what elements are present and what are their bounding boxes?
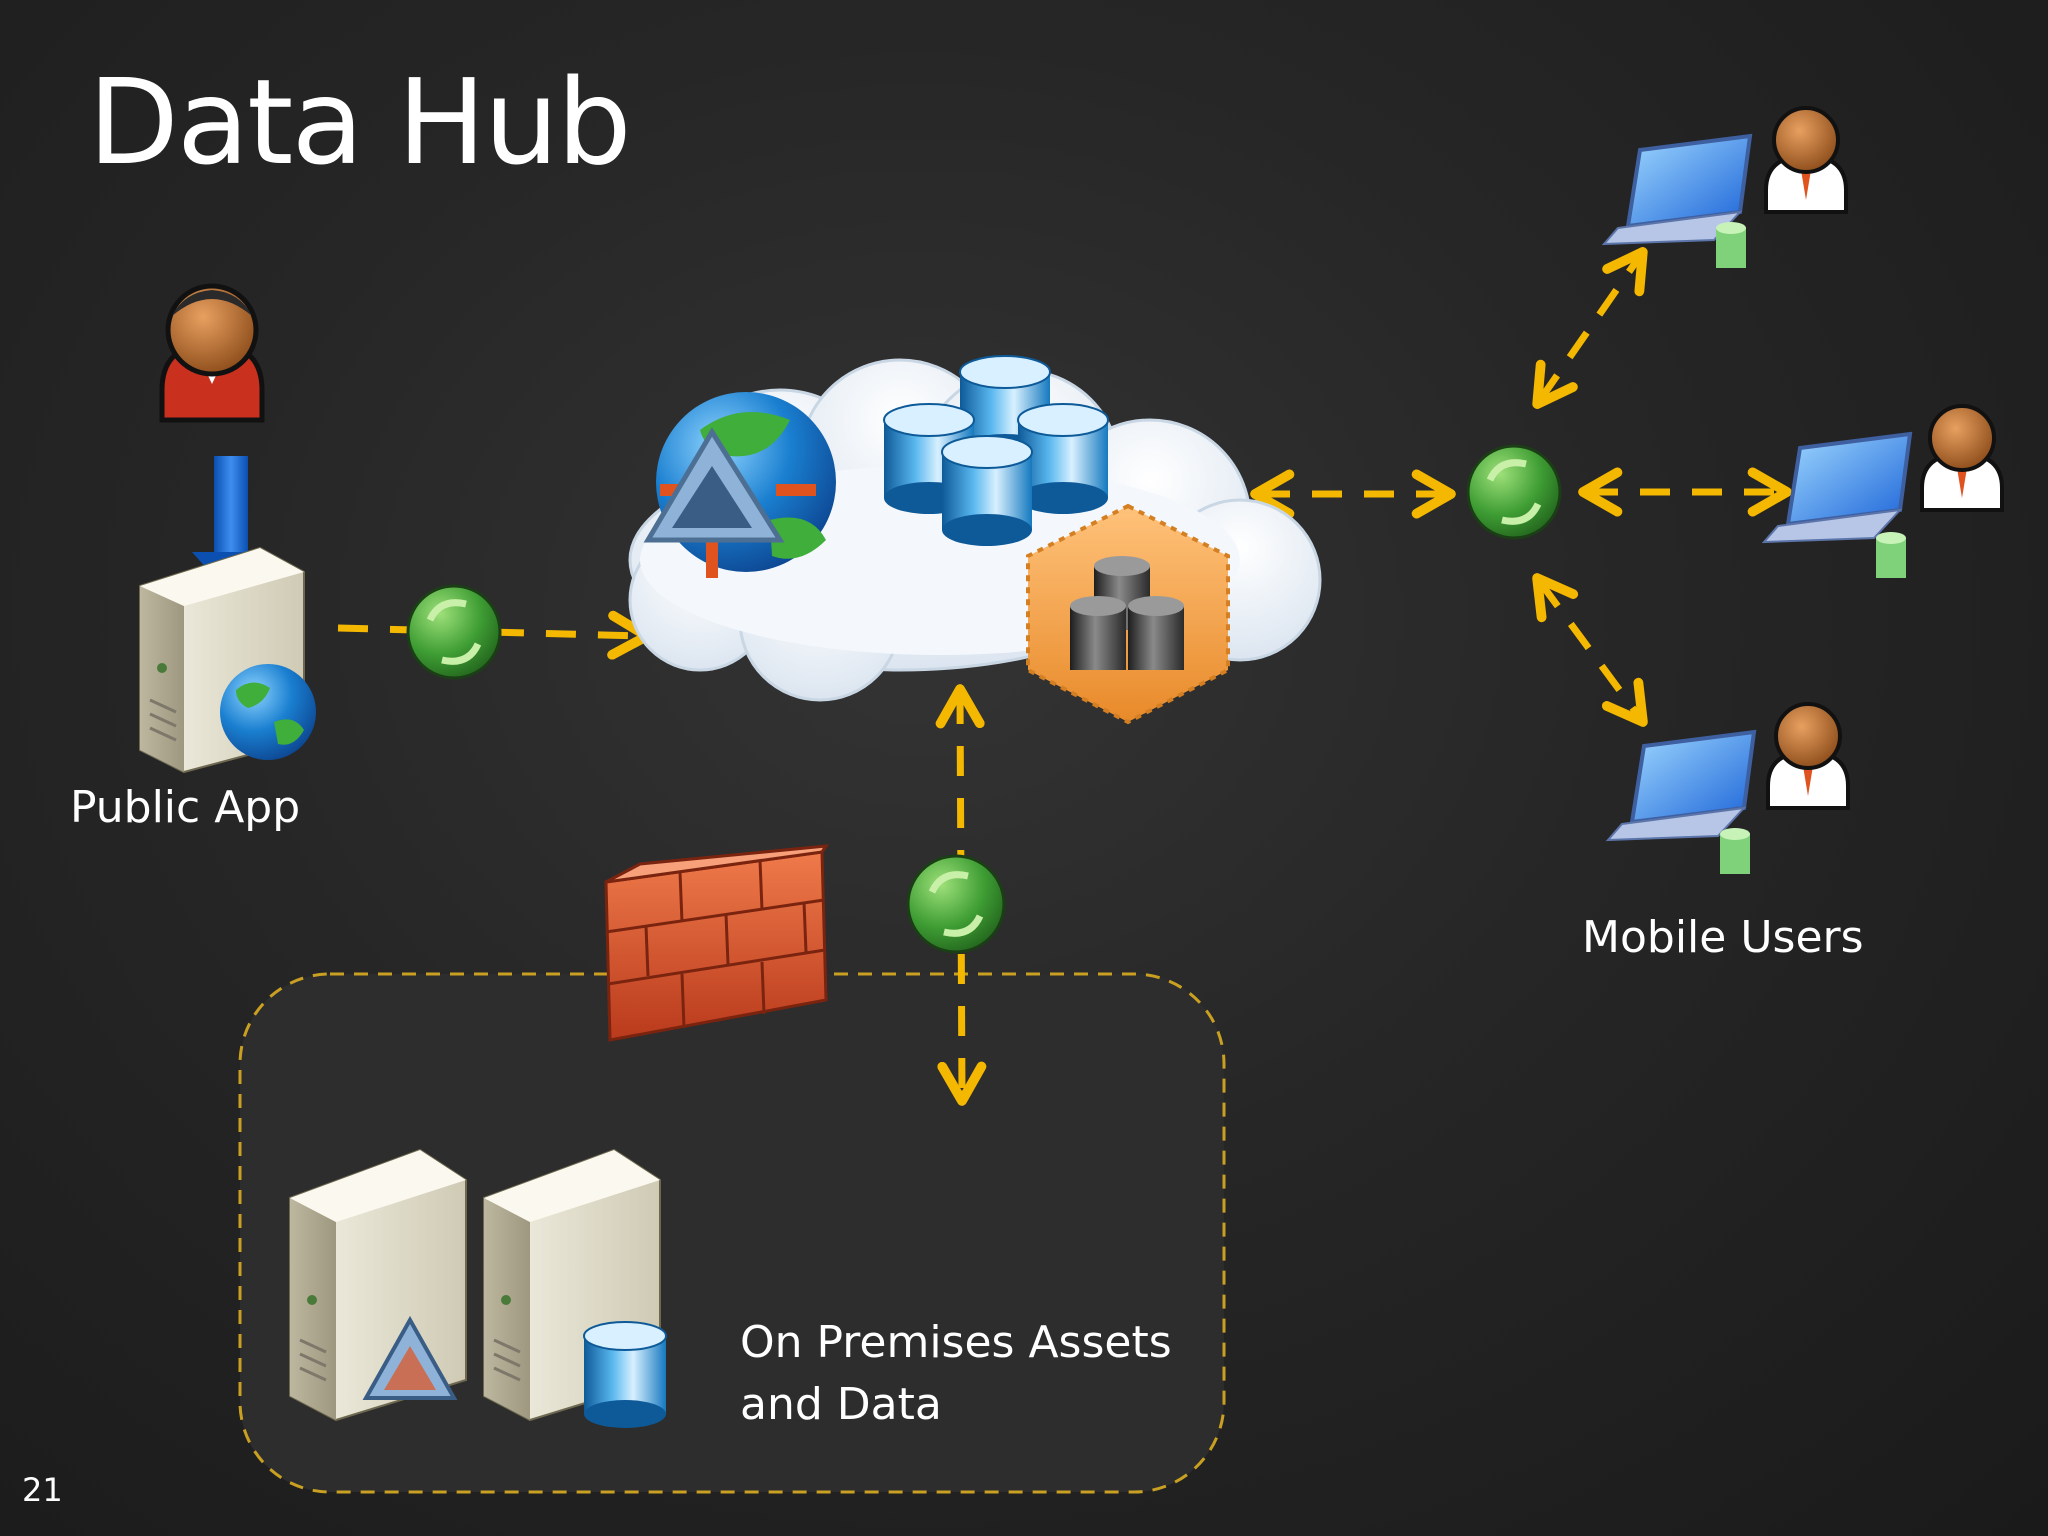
service-bus-icon [362, 1315, 458, 1400]
laptop-icon [1761, 431, 1913, 578]
public-app-label: Public App [70, 782, 301, 833]
sync-icon [906, 854, 1006, 954]
laptop-icon [1601, 133, 1753, 268]
database-icon [583, 1321, 667, 1428]
user-icon [1920, 404, 2004, 512]
connector-hub-to-laptop-3 [1532, 573, 1648, 727]
sync-icon [406, 584, 502, 680]
sync-icon [1466, 444, 1562, 540]
connectors [337, 247, 1792, 1106]
mobile-users-label: Mobile Users [1582, 912, 1864, 963]
slide-number: 21 [22, 1471, 63, 1509]
connector-cloud-to-on-premises [935, 684, 987, 1106]
firewall-icon [604, 844, 830, 1042]
service-bus-icon [643, 392, 836, 578]
on-premises-label-line-2: and Data [740, 1379, 942, 1430]
on-premises-label-line-1: On Premises Assets [740, 1317, 1172, 1368]
globe-icon [220, 664, 316, 760]
database-icon [941, 435, 1033, 546]
database-icon [1017, 403, 1109, 514]
user-icon [1764, 106, 1848, 214]
laptop-icon [1605, 729, 1757, 874]
on-premises-label: On Premises Assets and Data [740, 1312, 1200, 1436]
connector-hub-to-laptop-1 [1532, 247, 1648, 409]
user-icon [1766, 702, 1850, 810]
database-cluster-icon [1026, 503, 1230, 725]
user-icon [159, 283, 265, 423]
slide-title: Data Hub [88, 53, 632, 191]
